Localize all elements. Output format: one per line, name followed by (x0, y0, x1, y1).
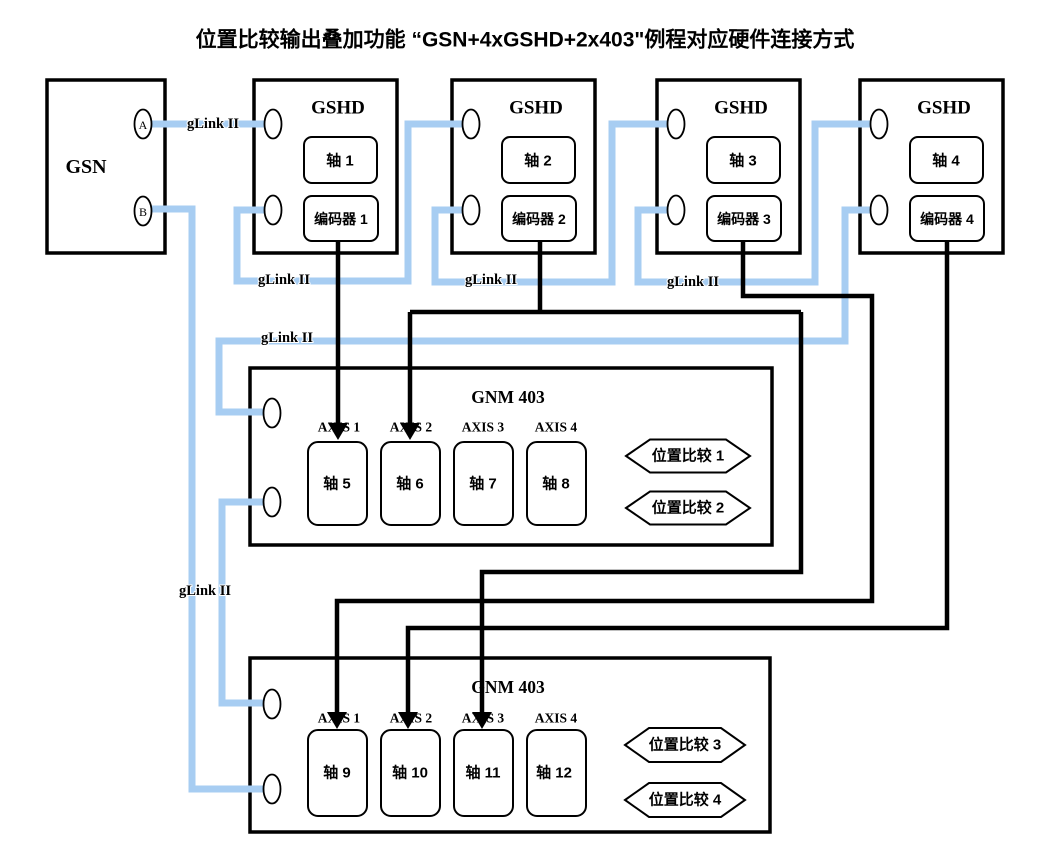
glink-cable-gshd1-to-gshd2 (233, 120, 464, 285)
glink-label-2: gLink II (258, 272, 310, 288)
gnm2-compare-flag-2: 位置比较 4 (649, 791, 722, 809)
gsn-port-a-label: A (139, 118, 148, 132)
gshd4-port-top (869, 108, 889, 140)
gshd-box-2: GSHD 轴 2 编码器 2 (450, 78, 597, 255)
gsn-outline (45, 78, 167, 255)
gnm1-port-top (262, 397, 282, 429)
gshd1-encoder-block (303, 195, 379, 242)
gshd-box-4: GSHD 轴 4 编码器 4 (858, 78, 1005, 255)
gshd2-port-bottom (461, 194, 481, 226)
gnm1-compare-flag-1-shape (624, 438, 752, 474)
diagram-title: 位置比较输出叠加功能 “GSN+4xGSHD+2x403"例程对应硬件连接方式 (196, 28, 855, 52)
gnm2-axis-label-3: 轴 11 (465, 764, 500, 782)
encoder2-arrow-gnm1-icon (400, 423, 420, 440)
gshd4-axis-block (909, 136, 984, 184)
gshd2-title: GSHD (509, 98, 563, 119)
gnm1-axis-label-1: 轴 5 (323, 475, 351, 493)
glink-labels: gLink II gLink II gLink II gLink II gLin… (178, 115, 720, 600)
gshd-box-3: GSHD 轴 3 编码器 3 (655, 78, 802, 255)
gsn-controller-box: GSN (45, 78, 167, 255)
encoder-wires (327, 240, 950, 729)
gnm1-port-bottom (262, 486, 282, 518)
gnm2-compare-flag-1: 位置比较 3 (649, 736, 722, 754)
gnm2-axis-block-1 (307, 729, 368, 817)
gnm1-axis-header-4: AXIS 4 (535, 420, 578, 435)
gshd1-axis-label: 轴 1 (326, 152, 354, 170)
encoder3-arrow-icon (327, 712, 347, 729)
gshd4-port-bottom (869, 194, 889, 226)
gsn-port-a (133, 108, 153, 140)
gshd1-axis-block (303, 136, 378, 184)
gsn-port-b (133, 195, 153, 227)
gshd4-encoder-label: 编码器 4 (920, 211, 974, 227)
gnm1-compare-flag-1: 位置比较 1 (652, 447, 725, 465)
gnm403-box-1: GNM 403 AXIS 1 AXIS 2 AXIS 3 AXIS 4 轴 5 … (248, 366, 774, 547)
glink-label-4: gLink II (667, 274, 719, 290)
gnm1-axis-block-3 (453, 441, 514, 526)
gshd4-title: GSHD (917, 98, 971, 119)
gnm1-axis-block-1 (307, 441, 368, 526)
gsn-title: GSN (65, 156, 107, 178)
encoder2-wire-to-gnm2 (479, 312, 804, 713)
glink-cables (151, 120, 872, 793)
gnm1-axis-block-4 (526, 441, 587, 526)
glink-label-1: gLink II (187, 116, 239, 132)
gnm2-axis-block-3 (453, 729, 514, 817)
glink-cable-gsn-b-to-gnm2 (151, 205, 265, 793)
gshd2-encoder-label: 编码器 2 (512, 211, 566, 227)
glink-cable-gshd2-to-gshd3 (431, 120, 669, 286)
encoder4-arrow-icon (398, 712, 418, 729)
gnm1-axis-label-3: 轴 7 (469, 475, 497, 493)
gnm2-port-bottom (262, 773, 282, 805)
encoder3-wire (334, 240, 875, 713)
gnm1-axis-label-2: 轴 6 (396, 475, 424, 493)
gnm2-axis-block-2 (380, 729, 441, 817)
gshd3-port-top (666, 108, 686, 140)
gshd2-port-top (461, 108, 481, 140)
gshd3-axis-block (706, 136, 781, 184)
glink-label-3: gLink II (465, 272, 517, 288)
gnm1-compare-flag-2: 位置比较 2 (652, 499, 725, 517)
gnm403-box-2: GNM 403 AXIS 1 AXIS 2 AXIS 3 AXIS 4 轴 9 … (248, 656, 772, 834)
gnm1-axis-header-3: AXIS 3 (462, 420, 505, 435)
gshd3-title: GSHD (714, 98, 768, 119)
gnm2-compare-flag-2-shape (623, 782, 747, 818)
gshd3-axis-label: 轴 3 (729, 152, 757, 170)
gnm1-compare-flag-2-shape (624, 490, 752, 526)
gsn-port-b-label: B (139, 205, 147, 219)
gnm2-axis-label-1: 轴 9 (323, 764, 351, 782)
glink-label-5: gLink II (261, 330, 313, 346)
gshd-box-1: GSHD 轴 1 编码器 1 (252, 78, 399, 255)
gnm2-title: GNM 403 (471, 677, 545, 697)
gnm2-axis-block-4 (526, 729, 587, 817)
gnm1-axis-label-4: 轴 8 (542, 475, 570, 493)
gnm1-title: GNM 403 (471, 387, 545, 407)
gnm1-axis-block-2 (380, 441, 441, 526)
gshd4-axis-label: 轴 4 (932, 152, 960, 170)
glink-cable-gnm1-to-gnm2 (218, 498, 266, 707)
gnm2-compare-flag-1-shape (623, 727, 747, 763)
gshd2-axis-label: 轴 2 (524, 152, 552, 170)
encoder4-wire (405, 240, 950, 713)
gnm2-port-top (262, 688, 282, 720)
gshd1-encoder-label: 编码器 1 (314, 211, 368, 227)
gnm2-axis-label-2: 轴 10 (392, 764, 428, 782)
glink-label-6: gLink II (179, 583, 231, 599)
gnm2-axis-label-4: 轴 12 (536, 764, 572, 782)
gshd3-encoder-label: 编码器 3 (717, 211, 771, 227)
gshd3-port-bottom (666, 194, 686, 226)
ports: A B (133, 108, 889, 805)
gshd1-port-bottom (263, 194, 283, 226)
glink-cable-gshd4-to-gnm1 (215, 206, 871, 416)
gshd1-port-top (263, 108, 283, 140)
glink-cable-gshd3-to-gshd4 (634, 120, 872, 286)
encoder2-arrow-gnm2-icon (472, 712, 492, 729)
gshd2-axis-block (501, 136, 576, 184)
gshd1-title: GSHD (311, 98, 365, 119)
encoder1-arrow-icon (328, 423, 348, 440)
gnm2-axis-header-4: AXIS 4 (535, 711, 578, 726)
